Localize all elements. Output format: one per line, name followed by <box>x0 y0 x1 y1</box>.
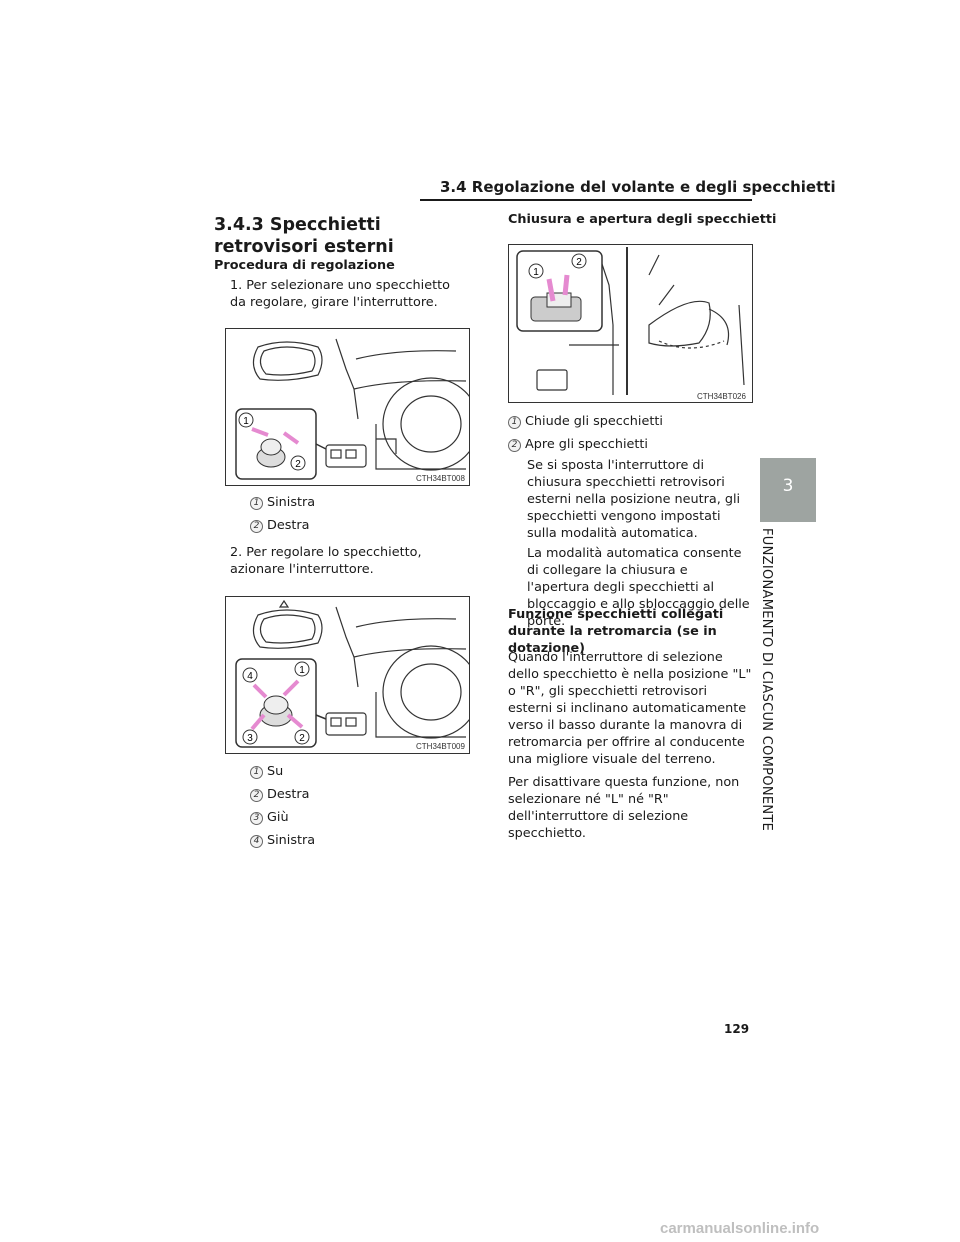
watermark: carmanualsonline.info <box>660 1220 820 1237</box>
callout-3: 3 <box>247 733 253 744</box>
subhead-folding: Chiusura e apertura degli specchietti <box>508 212 777 227</box>
mirror-adjust-illustration: 1 2 3 4 <box>235 599 469 748</box>
callout-1: 1 <box>243 416 249 427</box>
header-rule <box>420 199 752 201</box>
arrow-down-icon <box>250 713 266 731</box>
chapter-label: FUNZIONAMENTO DI CIASCUN COMPONENTE <box>759 528 774 832</box>
legend-item: 4 Sinistra <box>250 833 315 848</box>
callout-4: 4 <box>247 671 253 682</box>
legend-number: 1 <box>250 766 263 779</box>
paragraph-disable: Per disattivare questa funzione, non sel… <box>508 775 740 841</box>
step-2: 2. Per regolare lo specchietto, azionare… <box>230 545 422 577</box>
legend-label: Apre gli specchietti <box>525 437 648 452</box>
chapter-side-label: FUNZIONAMENTO DI CIASCUN COMPONENTE <box>759 528 780 831</box>
legend-item: 2 Destra <box>250 518 310 533</box>
arrow-right-icon <box>286 713 304 729</box>
arrow-up-icon <box>282 679 300 697</box>
folded-mirror-shape <box>648 300 711 347</box>
legend-label: Destra <box>267 518 310 533</box>
legend-number: 2 <box>250 789 263 802</box>
legend-label: Giù <box>267 810 289 825</box>
callout-2: 2 <box>299 733 305 744</box>
mirror-select-illustration: 1 2 <box>235 338 469 480</box>
callout-2: 2 <box>576 257 582 268</box>
arrow-close-icon <box>546 278 556 302</box>
legend-number: 4 <box>250 835 263 848</box>
legend-item: 1 Chiude gli specchietti <box>508 414 663 429</box>
fold-motion-arrow-icon <box>708 308 730 346</box>
legend-item: 2 Destra <box>250 787 310 802</box>
figure-mirror-select: 1 2 CTH34BT008 <box>225 328 470 486</box>
legend-label: Sinistra <box>267 833 316 848</box>
arrow-left-icon <box>252 683 268 699</box>
legend-item: 2 Apre gli specchietti <box>508 437 648 452</box>
callout-1: 1 <box>533 267 539 278</box>
legend-label: Chiude gli specchietti <box>525 414 663 429</box>
paragraph-auto-mode: La modalità automatica consente di colle… <box>527 546 750 629</box>
running-header: 3.4 Regolazione del volante e degli spec… <box>440 178 836 196</box>
chapter-number: 3 <box>782 476 794 496</box>
legend-number: 3 <box>250 812 263 825</box>
subhead-procedure: Procedura di regolazione <box>214 258 395 273</box>
figure-code: CTH34BT008 <box>416 474 465 483</box>
figure-code: CTH34BT026 <box>697 392 746 401</box>
paragraph-neutral-mode: Se si sposta l'interruttore di chiusura … <box>527 458 741 541</box>
legend-number: 1 <box>508 416 521 429</box>
legend-label: Sinistra <box>267 495 316 510</box>
side-mirror-shape <box>252 341 323 381</box>
paragraph-reverse-tilt: Quando l'interruttore di selezione dello… <box>508 650 752 767</box>
legend-label: Su <box>267 764 284 779</box>
mirror-fold-illustration: 1 2 <box>516 247 745 395</box>
arrow-open-icon <box>562 274 570 296</box>
step-1: 1. Per selezionare uno specchietto da re… <box>230 278 450 310</box>
legend-number: 1 <box>250 497 263 510</box>
legend-item: 1 Sinistra <box>250 495 315 510</box>
legend-number: 2 <box>508 439 521 452</box>
chapter-tab <box>760 458 816 522</box>
page-number: 129 <box>724 1022 750 1036</box>
arrow-right-icon <box>282 431 300 445</box>
legend-number: 2 <box>250 520 263 533</box>
legend-item: 1 Su <box>250 764 283 779</box>
side-mirror-shape <box>252 609 323 649</box>
callout-2: 2 <box>295 459 301 470</box>
callout-1: 1 <box>299 665 305 676</box>
arrow-left-icon <box>251 427 269 437</box>
legend-item: 3 Giù <box>250 810 289 825</box>
legend-label: Destra <box>267 787 310 802</box>
figure-code: CTH34BT009 <box>416 742 465 751</box>
figure-mirror-fold: 1 2 CTH34BT026 <box>508 244 753 403</box>
section-title: 3.4.3 Specchietti retrovisori esterni <box>214 215 394 257</box>
subhead-reverse-tilt: Funzione specchietti collegati durante l… <box>508 607 724 656</box>
figure-mirror-adjust: 1 2 3 4 CTH34BT009 <box>225 596 470 754</box>
